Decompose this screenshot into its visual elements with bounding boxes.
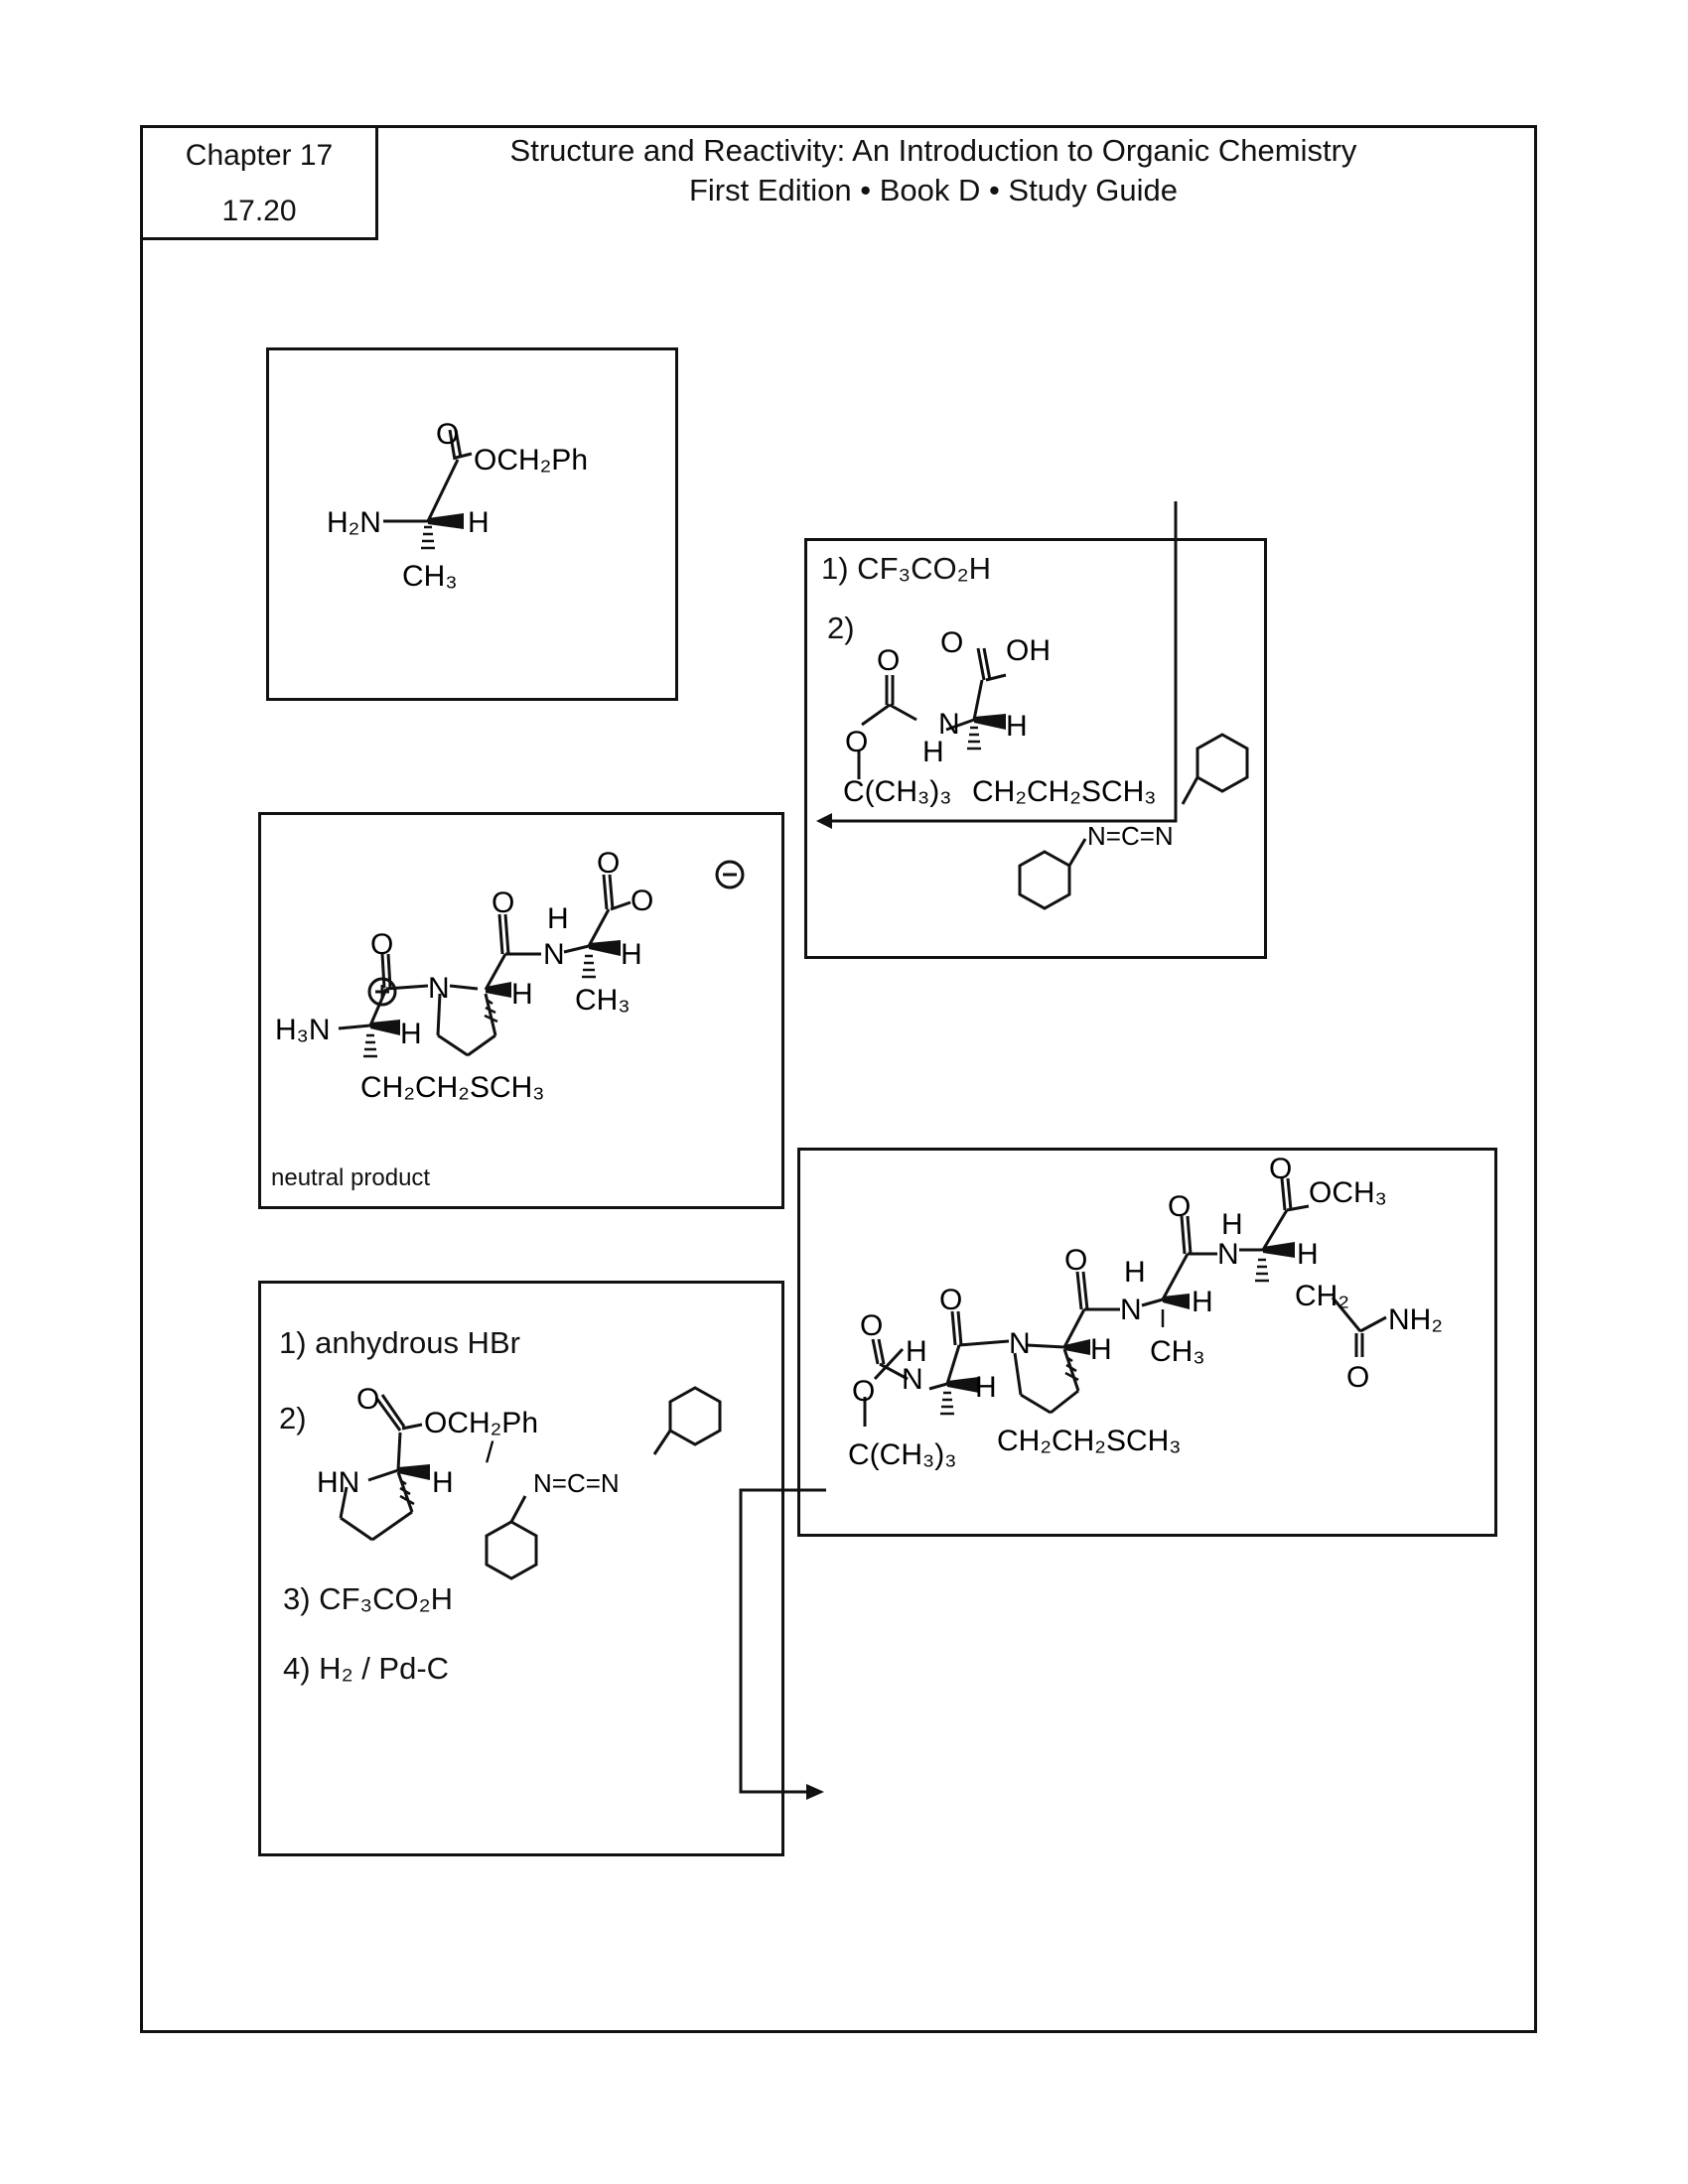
ala-methyl-label: CH₃ bbox=[1150, 1335, 1205, 1368]
boc-ester-o: O bbox=[845, 726, 868, 758]
box4-step4: 4) H₂ / Pd-C bbox=[283, 1651, 450, 1686]
dcc-label-bottom: N=C=N bbox=[533, 1468, 620, 1498]
ammonium-label: H₃N bbox=[275, 1014, 331, 1046]
alanine-ester-structure: O OCH₂Ph H₂N H CH₃ bbox=[327, 418, 588, 593]
asn-n: N bbox=[1217, 1238, 1239, 1271]
neutral-product-caption: neutral product bbox=[271, 1164, 431, 1191]
box-peptide-product: O O N H O H N O H N H O H N H O OCH₃ H C… bbox=[797, 1148, 1497, 1537]
chapter-label: Chapter 17 bbox=[185, 139, 334, 172]
met-alpha-h: H bbox=[400, 1018, 422, 1050]
box-alanine-ester: O OCH₂Ph H₂N H CH₃ bbox=[266, 347, 678, 701]
asn-alpha-h: H bbox=[1297, 1238, 1319, 1271]
peptide-structure: O O N H O H N O H N H O H N H O OCH₃ H C… bbox=[848, 1153, 1443, 1471]
asn-nh-h: H bbox=[1221, 1208, 1243, 1241]
ala-alpha-h: H bbox=[621, 938, 642, 971]
book-title-line2: First Edition • Book D • Study Guide bbox=[688, 173, 1179, 207]
met-side-chain-label: CH₂CH₂SCH₃ bbox=[360, 1071, 545, 1104]
ala-methyl-label: CH₃ bbox=[575, 984, 631, 1017]
ala-n: N bbox=[543, 938, 565, 971]
boc-carbonyl-o: O bbox=[860, 1309, 883, 1342]
box-met-pro-ala: O O O O N N H H H H H₃N CH₂CH₂SCH₃ CH₃ n… bbox=[258, 812, 784, 1209]
ala-nh-h: H bbox=[1124, 1256, 1146, 1289]
arrow-into-box2 bbox=[816, 501, 1178, 829]
boc-tbu-label: C(CH₃)₃ bbox=[843, 775, 951, 808]
met-pro-ala-structure: O O O O N N H H H H H₃N CH₂CH₂SCH₃ CH₃ bbox=[275, 847, 745, 1104]
box2-step1: 1) CF₃CO₂H bbox=[821, 551, 992, 586]
boc-tbu-label: C(CH₃)₃ bbox=[848, 1438, 956, 1471]
met-nh-h: H bbox=[906, 1335, 927, 1368]
box2-step2: 2) bbox=[827, 611, 855, 645]
asn-ch2-label: CH₂ bbox=[1295, 1280, 1349, 1312]
box4-step3: 3) CF₃CO₂H bbox=[283, 1581, 454, 1616]
acid-oh: OH bbox=[1006, 634, 1051, 667]
arrow-product-flow bbox=[739, 1488, 826, 1800]
carboxylate-o: O bbox=[631, 885, 653, 917]
boc-met-structure: O O N H O OH H C(CH₃)₃ CH₂CH₂SCH₃ N=C=N bbox=[843, 626, 1249, 910]
boc-ester-o: O bbox=[852, 1375, 875, 1408]
ala-carbonyl-o: O bbox=[597, 847, 620, 880]
box4-step1: 1) anhydrous HBr bbox=[279, 1325, 520, 1360]
reagent-slash: / bbox=[486, 1436, 494, 1469]
boc-nh-n: N bbox=[938, 708, 960, 741]
alanine-methyl-label: CH₃ bbox=[402, 560, 458, 593]
amide-o: O bbox=[1346, 1361, 1369, 1394]
problem-number: 17.20 bbox=[221, 195, 297, 227]
negative-charge-symbol bbox=[715, 860, 745, 889]
alanine-h-label: H bbox=[468, 506, 490, 539]
pro-hn-label: HN bbox=[317, 1466, 359, 1499]
book-title: Structure and Reactivity: An Introductio… bbox=[377, 131, 1489, 210]
box-boc-met-coupling: 1) CF₃CO₂H 2) O O N H O OH H bbox=[804, 538, 1267, 959]
ala-n: N bbox=[1120, 1294, 1142, 1326]
methyl-ester-label: OCH₃ bbox=[1309, 1176, 1387, 1209]
met-side-chain-label: CH₂CH₂SCH₃ bbox=[997, 1425, 1182, 1457]
box-pro-coupling: 1) anhydrous HBr 2) 3) CF₃CO₂H 4) H₂ / P… bbox=[258, 1281, 784, 1856]
pro-alpha-h: H bbox=[1090, 1333, 1112, 1366]
alpha-h: H bbox=[1006, 710, 1028, 743]
pro-carbonyl-o: O bbox=[492, 887, 514, 919]
alanine-ester-label: OCH₂Ph bbox=[474, 444, 588, 477]
acid-carbonyl-o: O bbox=[940, 626, 963, 659]
ala-alpha-h: H bbox=[1192, 1286, 1213, 1318]
pro-carbonyl-o: O bbox=[356, 1383, 379, 1416]
boc-nh-h: H bbox=[922, 736, 944, 768]
pro-ester-label: OCH₂Ph bbox=[424, 1407, 538, 1439]
asn-carbonyl-o: O bbox=[1269, 1153, 1292, 1185]
alanine-amine-label: H₂N bbox=[327, 506, 381, 539]
ala-nh-h: H bbox=[547, 902, 569, 935]
boc-carbonyl-o: O bbox=[877, 644, 900, 677]
pro-ester-structure: O OCH₂Ph HN H / N=C=N bbox=[317, 1383, 722, 1580]
met-carbonyl-o: O bbox=[939, 1284, 962, 1316]
met-side-chain: CH₂CH₂SCH₃ bbox=[972, 775, 1157, 808]
ala-carbonyl-o: O bbox=[1168, 1190, 1191, 1223]
chapter-box: Chapter 17 17.20 bbox=[140, 125, 378, 240]
box4-step2: 2) bbox=[279, 1401, 307, 1435]
pro-carbonyl-o: O bbox=[1064, 1244, 1087, 1277]
pro-alpha-h: H bbox=[432, 1466, 454, 1499]
met-alpha-h: H bbox=[975, 1371, 997, 1404]
positive-charge-symbol bbox=[367, 977, 397, 1007]
amide-nh2-label: NH₂ bbox=[1388, 1303, 1443, 1336]
book-title-line1: Structure and Reactivity: An Introductio… bbox=[509, 133, 1357, 168]
pro-alpha-h: H bbox=[511, 978, 533, 1011]
dcc-label-top: N=C=N bbox=[1087, 821, 1174, 851]
met-n: N bbox=[902, 1363, 923, 1396]
met-carbonyl-o: O bbox=[370, 928, 393, 961]
pro-n: N bbox=[1009, 1327, 1031, 1360]
pro-n: N bbox=[428, 972, 450, 1005]
alanine-carbonyl-o: O bbox=[436, 418, 459, 451]
page-frame bbox=[140, 125, 1537, 2033]
